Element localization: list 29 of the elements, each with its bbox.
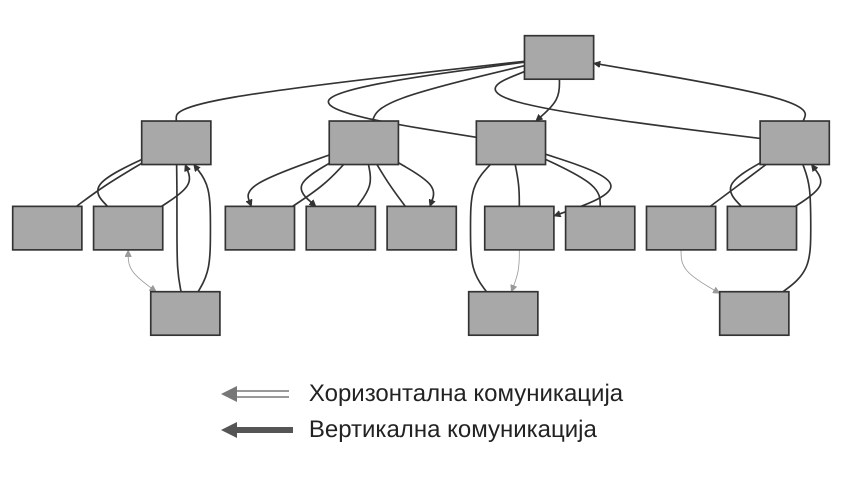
connector: [175, 60, 525, 121]
connector: [782, 164, 812, 292]
connector: [376, 164, 406, 206]
connector: [328, 60, 525, 138]
connector: [372, 64, 525, 121]
connector: [494, 70, 760, 139]
arrow: [510, 249, 520, 292]
arrow: [536, 78, 560, 121]
legend-text: Вертикална комуникација: [308, 416, 597, 444]
connector: [76, 162, 142, 207]
arrow: [300, 162, 330, 206]
connector: [96, 158, 142, 206]
connector: [730, 162, 761, 206]
arrow: [161, 164, 192, 207]
arrow: [124, 249, 157, 292]
arrow: [680, 249, 720, 294]
connector: [176, 164, 182, 292]
connector: [545, 158, 602, 206]
connector: [514, 164, 520, 206]
arrow: [193, 164, 212, 292]
arrow: [593, 60, 806, 121]
arrow: [794, 164, 822, 207]
connector: [710, 163, 766, 207]
connector: [470, 164, 491, 292]
arrow: [246, 154, 330, 206]
connector: [356, 164, 372, 206]
arrow: [398, 162, 436, 206]
connector: [292, 164, 344, 207]
legend-text: Хоризонтална комуникација: [308, 380, 624, 408]
